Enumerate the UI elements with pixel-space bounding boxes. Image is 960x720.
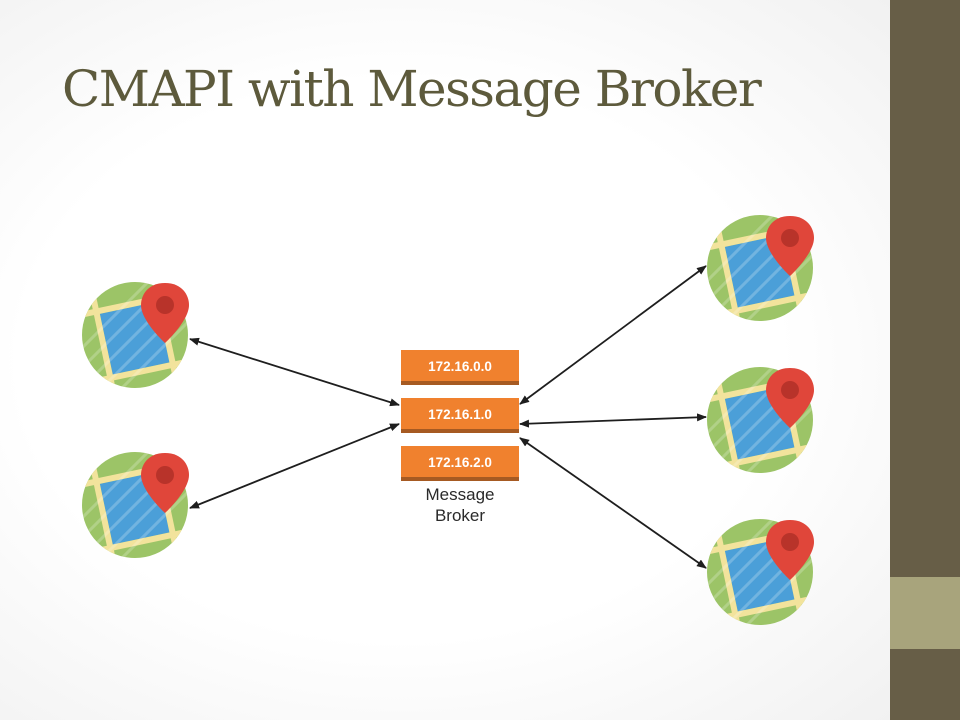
connection-left-bottom <box>189 423 400 509</box>
queue-box <box>401 350 519 381</box>
sidebar-accent-band <box>890 577 960 649</box>
queue-box <box>401 446 519 477</box>
message-broker-diagram: 172.16.0.0 172.16.1.0 172.16.2.0 Message… <box>0 0 890 720</box>
client-right-bottom[interactable] <box>689 501 831 643</box>
queue-box-shadow <box>401 429 519 433</box>
broker-label-line2: Broker <box>435 506 485 525</box>
queue-0[interactable]: 172.16.0.0 <box>401 350 519 385</box>
client-left-top[interactable] <box>64 264 206 406</box>
queue-box-shadow <box>401 381 519 385</box>
map-pin-icon <box>689 501 831 643</box>
connection-right-bottom <box>519 437 707 569</box>
map-pin-icon <box>64 434 206 576</box>
client-right-middle[interactable] <box>689 349 831 491</box>
queue-1[interactable]: 172.16.1.0 <box>401 398 519 433</box>
client-right-top[interactable] <box>689 197 831 339</box>
map-pin-icon <box>689 197 831 339</box>
connection-right-top <box>519 265 707 405</box>
queue-label: 172.16.2.0 <box>428 455 492 470</box>
queue-box-shadow <box>401 477 519 481</box>
message-broker: 172.16.0.0 172.16.1.0 172.16.2.0 Message… <box>401 350 519 525</box>
map-pin-icon <box>689 349 831 491</box>
queue-2[interactable]: 172.16.2.0 <box>401 446 519 481</box>
client-left-bottom[interactable] <box>64 434 206 576</box>
slide-title: CMAPI with Message Broker <box>62 60 762 118</box>
queue-label: 172.16.1.0 <box>428 407 492 422</box>
connection-left-top <box>189 337 400 407</box>
broker-label-line1: Message <box>426 485 495 504</box>
queue-label: 172.16.0.0 <box>428 359 492 374</box>
map-pin-icon <box>64 264 206 406</box>
connections-layer <box>189 265 707 569</box>
queue-box <box>401 398 519 429</box>
connection-right-middle <box>519 413 707 428</box>
